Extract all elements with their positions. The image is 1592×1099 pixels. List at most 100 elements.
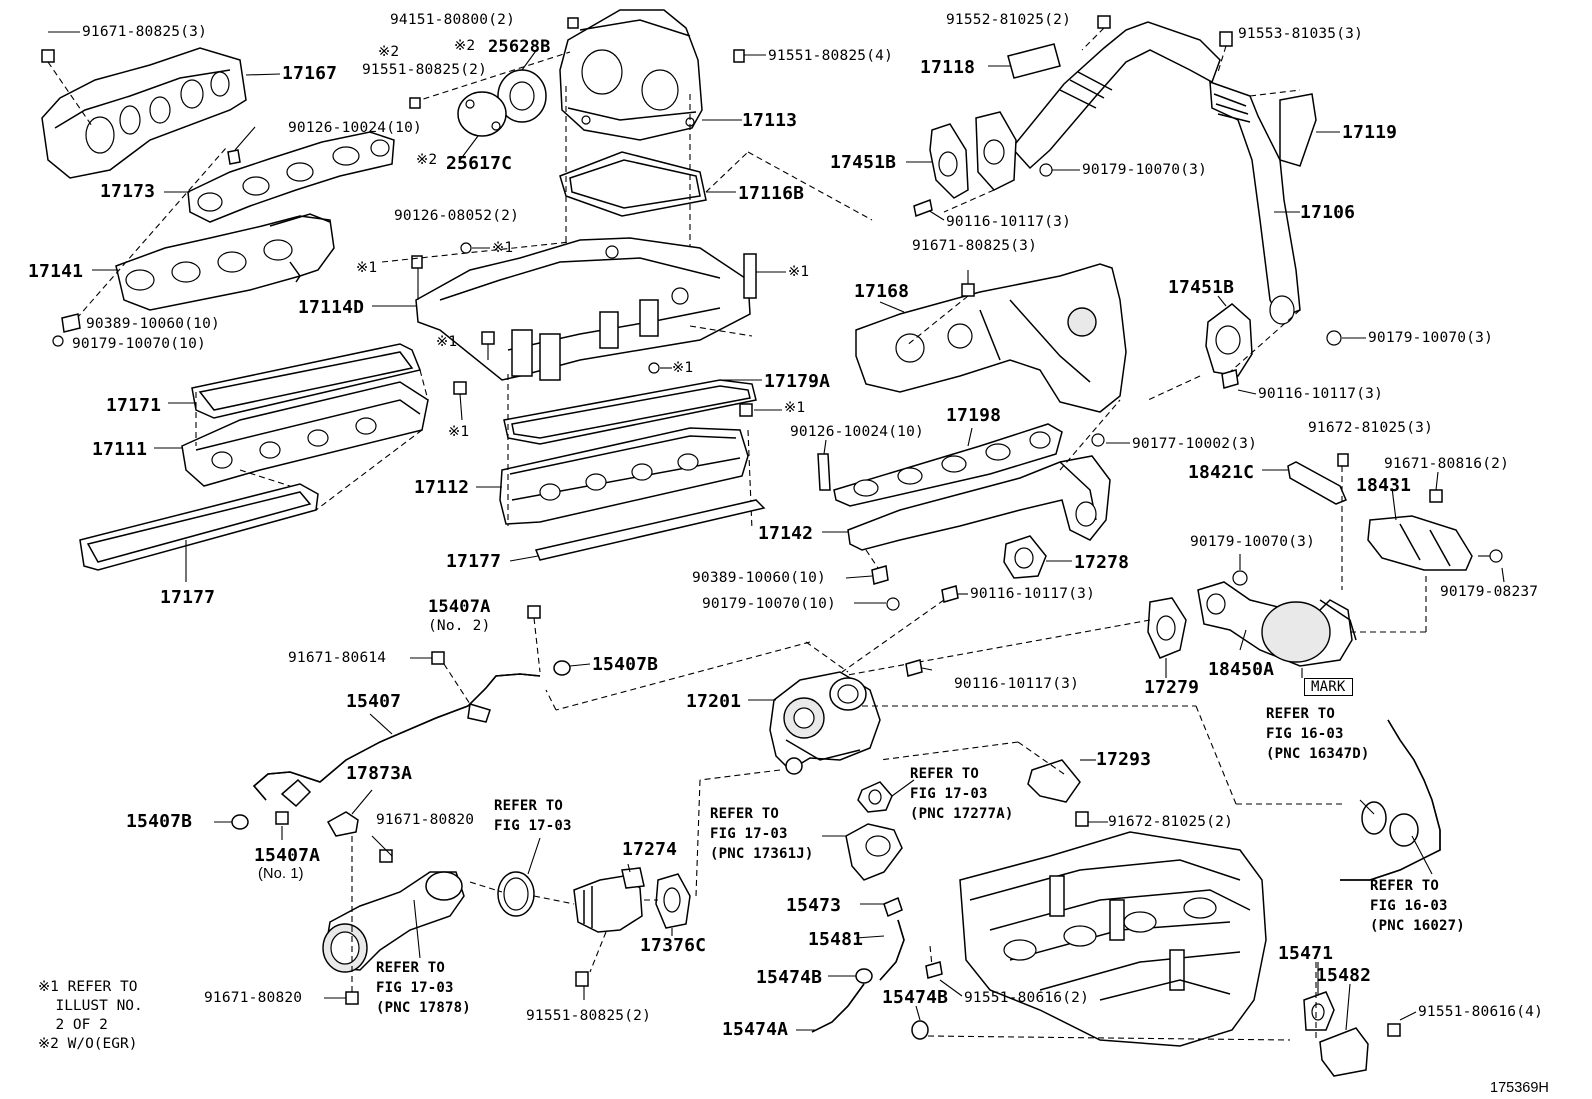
egr-pipe-assembly	[1011, 21, 1301, 325]
gasket-17177-left	[79, 483, 319, 571]
label-18431: 18431	[1356, 475, 1412, 496]
label-91551-80825-4: 91551-80825(4)	[768, 48, 894, 64]
legend: ※1 REFER TO ILLUST NO. 2 OF 2 ※2 W/O(EGR…	[38, 978, 143, 1054]
label-17167: 17167	[282, 63, 338, 84]
label-refer-17-03a-1: REFER TO	[910, 766, 980, 782]
catalytic-converter-18450A	[1197, 581, 1357, 667]
label-refer-16-03b-3: (PNC 16027)	[1370, 918, 1465, 934]
bracket-17119	[1279, 93, 1317, 167]
label-91671-80825-a: 91671-80825(3)	[82, 24, 208, 40]
label-17274: 17274	[622, 839, 678, 860]
label-18421C: 18421C	[1188, 462, 1255, 483]
heat-insulator-17168	[855, 263, 1127, 413]
label-refer-17-03d-1: REFER TO	[376, 960, 446, 976]
gasket-17451B-upper	[929, 111, 1017, 199]
label-17293: 17293	[1096, 749, 1152, 770]
label-refer-16-03b-2: FIG 16-03	[1370, 898, 1448, 914]
label-25617C: 25617C	[446, 153, 513, 174]
label-17198: 17198	[946, 405, 1002, 426]
label-17279: 17279	[1144, 677, 1200, 698]
legend-line-1: ※1 REFER TO	[38, 979, 138, 995]
label-refer-16-03b-1: REFER TO	[1370, 878, 1440, 894]
label-note1-c: ※1	[788, 264, 810, 280]
gasket-17116B	[559, 151, 707, 217]
heat-insulator-17167	[41, 47, 247, 179]
label-90389-10060-b: 90389-10060(10)	[692, 570, 826, 586]
label-15407B-top: 15407B	[592, 654, 659, 675]
label-17118: 17118	[920, 57, 976, 78]
label-90126-10024-b: 90126-10024(10)	[790, 424, 924, 440]
label-17179A: 17179A	[764, 371, 831, 392]
label-15407: 15407	[346, 691, 402, 712]
label-17177-b: 17177	[160, 587, 216, 608]
label-note1-d: ※1	[436, 334, 458, 350]
label-refer-17-03b-1: REFER TO	[494, 798, 564, 814]
exhaust-manifold-17142	[847, 455, 1111, 551]
gasket-17278	[1003, 535, 1047, 579]
label-no2: (No. 2)	[428, 618, 491, 634]
bracket-18421C	[1287, 461, 1347, 505]
label-91671-80825-b: 91671-80825(3)	[912, 238, 1038, 254]
intake-plenum-17114D	[415, 237, 751, 381]
label-91553-81035: 91553-81035(3)	[1238, 26, 1364, 42]
gasket-17279	[1147, 597, 1187, 659]
label-90179-08237: 90179-08237	[1440, 584, 1539, 600]
label-90177-10002: 90177-10002(3)	[1132, 436, 1258, 452]
label-91672-81025-2: 91672-81025(2)	[1108, 814, 1234, 830]
label-90179-10070-3b: 90179-10070(3)	[1368, 330, 1494, 346]
legend-line-2: ILLUST NO.	[38, 998, 143, 1014]
label-90116-10117-a: 90116-10117(3)	[946, 214, 1072, 230]
heat-insulator-18431	[1367, 515, 1473, 571]
engine-block-ref	[959, 831, 1267, 1047]
label-refer-16-03a-1: REFER TO	[1266, 706, 1336, 722]
legend-line-4: ※2 W/O(EGR)	[38, 1036, 138, 1052]
label-refer-17-03c-1: REFER TO	[710, 806, 780, 822]
dipstick-guide-ref	[1340, 719, 1441, 881]
label-refer-17-03d-2: FIG 17-03	[376, 980, 454, 996]
label-90116-10117-c: 90116-10117(3)	[970, 586, 1096, 602]
label-91671-80820-a: 91671-80820	[376, 812, 475, 828]
label-90116-10117-b: 90116-10117(3)	[1258, 386, 1384, 402]
label-91551-80825-2: 91551-80825(2)	[362, 62, 488, 78]
label-90179-10070-10a: 90179-10070(10)	[72, 336, 206, 352]
label-15474B-a: 15474B	[756, 967, 823, 988]
label-no1: (No. 1)	[258, 866, 304, 882]
label-90126-08052: 90126-08052(2)	[394, 208, 520, 224]
label-91551-80616-4: 91551-80616(4)	[1418, 1004, 1544, 1020]
label-15407A-top: 15407A	[428, 597, 491, 617]
gasket-17376C	[655, 873, 691, 929]
label-91671-80816: 91671-80816(2)	[1384, 456, 1510, 472]
label-90126-10024-a: 90126-10024(10)	[288, 120, 422, 136]
gasket-17177-right	[534, 499, 766, 561]
label-refer-17-03c-3: (PNC 17361J)	[710, 846, 814, 862]
label-note1-g: ※1	[448, 424, 470, 440]
label-refer-17-03d-3: (PNC 17878)	[376, 1000, 471, 1016]
oil-pipe-15407	[252, 673, 541, 808]
label-17376C: 17376C	[640, 935, 707, 956]
intake-pipe-17878-ref	[322, 871, 465, 973]
label-15482: 15482	[1316, 965, 1372, 986]
label-note1-e: ※1	[672, 360, 694, 376]
label-90116-10117-d: 90116-10117(3)	[954, 676, 1080, 692]
label-mark: MARK	[1304, 678, 1353, 696]
label-17116B: 17116B	[738, 183, 805, 204]
label-90179-10070-3a: 90179-10070(3)	[1082, 162, 1208, 178]
hose-clamp-17874-ref	[497, 871, 535, 917]
label-17177-a: 17177	[446, 551, 502, 572]
intake-elbow-17274	[573, 867, 645, 933]
label-15471: 15471	[1278, 943, 1334, 964]
label-17114D: 17114D	[298, 297, 365, 318]
label-refer-16-03a-2: FIG 16-03	[1266, 726, 1344, 742]
label-90179-10070-10b: 90179-10070(10)	[702, 596, 836, 612]
bracket-17293	[1027, 759, 1081, 803]
exhaust-manifold-gasket-17173	[187, 131, 395, 223]
label-note1-b: ※1	[356, 260, 378, 276]
label-15407A-bot: 15407A	[254, 845, 321, 866]
label-17111: 17111	[92, 439, 148, 460]
label-17171: 17171	[106, 395, 162, 416]
label-note2-b: ※2	[454, 38, 476, 54]
label-17112: 17112	[414, 477, 470, 498]
label-15473: 15473	[786, 895, 842, 916]
label-refer-17-03a-3: (PNC 17277A)	[910, 806, 1014, 822]
label-91551-80616-2: 91551-80616(2)	[964, 990, 1090, 1006]
